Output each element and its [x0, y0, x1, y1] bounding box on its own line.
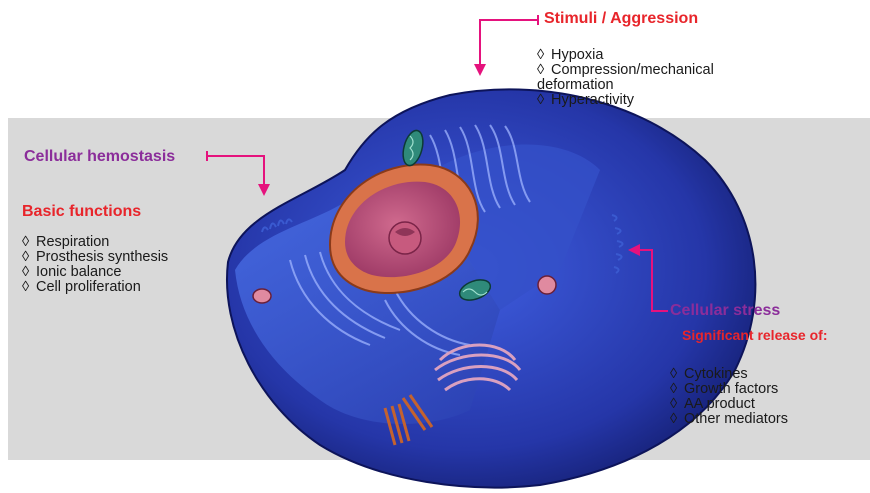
diamond-bullet-icon: ◊	[537, 48, 551, 63]
list-item: ◊Cytokines	[670, 367, 788, 382]
list-item: ◊Prosthesis synthesis	[22, 250, 168, 265]
diamond-bullet-icon: ◊	[537, 93, 551, 108]
hemostasis-arrow	[207, 151, 270, 196]
diamond-bullet-icon: ◊	[537, 63, 551, 78]
list-item: deformation	[537, 78, 714, 93]
list-item: ◊Growth factors	[670, 382, 788, 397]
basic-functions-list: ◊Respiration ◊Prosthesis synthesis ◊Ioni…	[22, 235, 168, 295]
diamond-bullet-icon: ◊	[22, 235, 36, 250]
stress-list: ◊Cytokines ◊Growth factors ◊AA product ◊…	[670, 367, 788, 427]
list-item: ◊Cell proliferation	[22, 280, 168, 295]
list-item: ◊Compression/mechanical	[537, 63, 714, 78]
stimuli-title: Stimuli / Aggression	[544, 10, 698, 28]
diamond-bullet-icon: ◊	[22, 280, 36, 295]
diamond-bullet-icon: ◊	[670, 412, 684, 427]
list-item: ◊Respiration	[22, 235, 168, 250]
list-item: ◊AA product	[670, 397, 788, 412]
diamond-bullet-icon: ◊	[22, 265, 36, 280]
cellular-stress-title: Cellular stress	[670, 302, 780, 320]
diamond-bullet-icon: ◊	[670, 397, 684, 412]
list-item: ◊Ionic balance	[22, 265, 168, 280]
diamond-bullet-icon: ◊	[670, 382, 684, 397]
list-item: ◊Hyperactivity	[537, 93, 714, 108]
list-item: ◊Other mediators	[670, 412, 788, 427]
release-title: Significant release of:	[682, 327, 827, 343]
stimuli-list: ◊Hypoxia ◊Compression/mechanical deforma…	[537, 48, 714, 108]
basic-functions-title: Basic functions	[22, 203, 141, 221]
diamond-bullet-icon: ◊	[670, 367, 684, 382]
stimuli-arrow	[474, 15, 538, 76]
hemostasis-title: Cellular hemostasis	[24, 148, 175, 166]
list-item: ◊Hypoxia	[537, 48, 714, 63]
diamond-bullet-icon: ◊	[22, 250, 36, 265]
